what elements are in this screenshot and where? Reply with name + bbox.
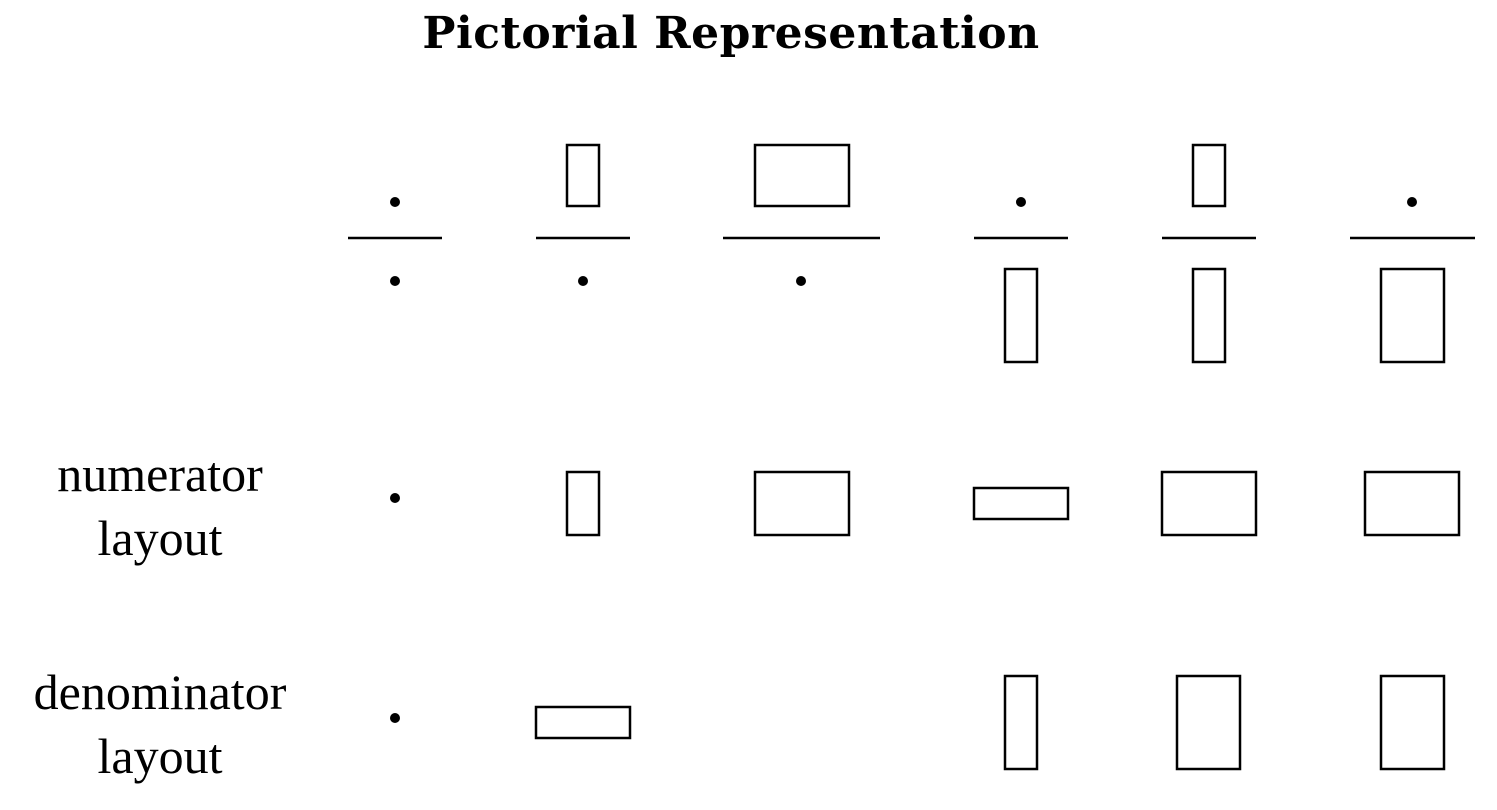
numerator-layout-tall-box: [565, 470, 601, 537]
denominator-tall-box: [1379, 267, 1446, 364]
denominator-tall-box: [1191, 267, 1227, 364]
denominator-layout-tall-box: [1003, 674, 1039, 771]
row-label-numerator-layout: numerator layout: [0, 442, 320, 570]
column-5: [1160, 143, 1258, 771]
numerator-tall-box: [565, 143, 601, 208]
numerator-layout-wide-box: [1160, 470, 1258, 537]
denominator-layout-wide-box: [534, 705, 632, 740]
row-label-line: layout: [97, 728, 223, 784]
numerator-layout-wide-box: [972, 486, 1070, 521]
denominator-dot: [796, 276, 806, 286]
denominator-layout-tall-box: [1175, 674, 1242, 771]
denominator-dot: [390, 276, 400, 286]
numerator-layout-wide-box: [753, 470, 851, 537]
page-title: Pictorial Representation: [422, 8, 1040, 59]
column-3: [723, 143, 880, 537]
numerator-tall-box: [1191, 143, 1227, 208]
row-label-line: layout: [97, 510, 223, 566]
row-label-line: numerator: [57, 446, 263, 502]
numerator-dot: [1407, 197, 1417, 207]
numerator-layout-wide-box: [1363, 470, 1461, 537]
column-1: [348, 197, 442, 723]
denominator-tall-box: [1003, 267, 1039, 364]
row-label-line: denominator: [33, 664, 287, 720]
column-4: [972, 197, 1070, 771]
column-2: [534, 143, 632, 740]
numerator-dot: [1016, 197, 1026, 207]
denominator-layout-tall-box: [1379, 674, 1446, 771]
row-label-denominator-layout: denominator layout: [0, 660, 320, 788]
denominator-dot: [578, 276, 588, 286]
column-6: [1350, 197, 1475, 771]
numerator-dot: [390, 197, 400, 207]
numerator-wide-box: [753, 143, 851, 208]
denominator-layout-dot: [390, 713, 400, 723]
numerator-layout-dot: [390, 493, 400, 503]
